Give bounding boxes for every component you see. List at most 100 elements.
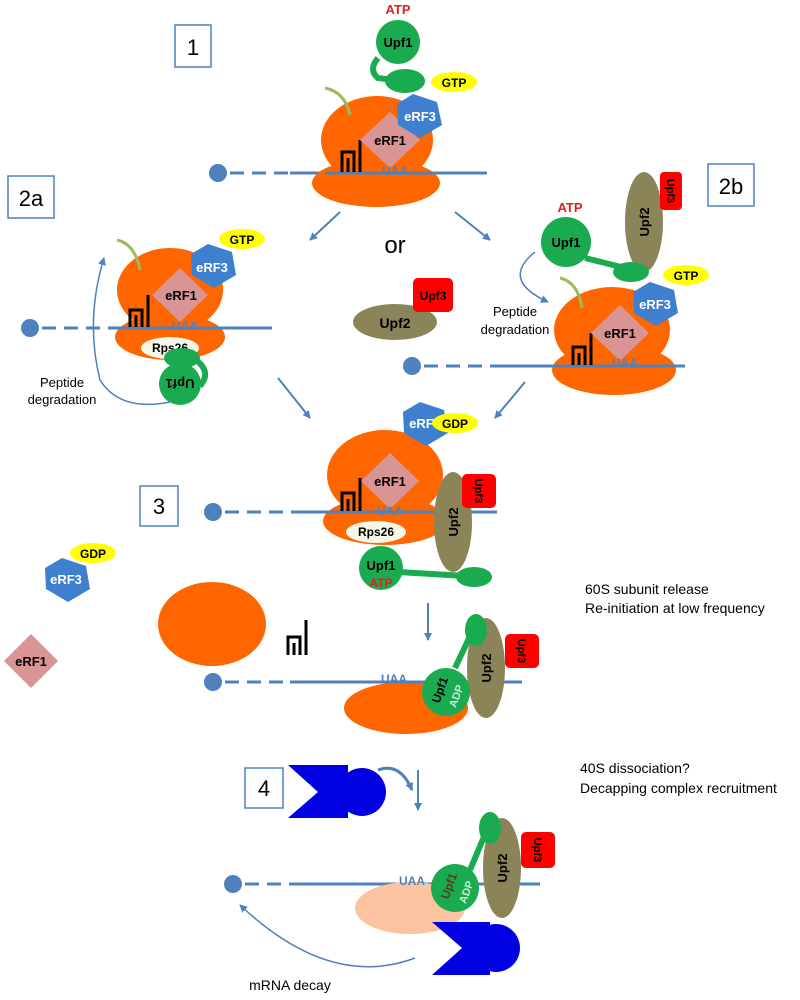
upf3-box	[660, 172, 682, 210]
release-line-2: Re-initiation at low frequency	[585, 600, 765, 616]
gdp-label: GDP	[80, 547, 106, 561]
upf2-oval	[625, 172, 663, 272]
upf1-domain	[613, 262, 649, 282]
upf1-label: Upf1	[384, 35, 413, 50]
step-4-complex: 4 40S dissociation? Decapping complex re…	[224, 760, 777, 993]
upf1-label: Upf1	[367, 558, 396, 573]
upf1-circle	[159, 363, 201, 405]
atp-label: ATP	[369, 576, 392, 590]
upf3-box	[505, 634, 539, 668]
peptide-degradation-arrow	[92, 257, 171, 406]
step-1-box	[174, 24, 212, 68]
step-1-label: 1	[187, 35, 199, 60]
erf1-label: eRF1	[604, 326, 636, 341]
recruitment-arrow	[377, 766, 414, 791]
step-3-box	[139, 485, 179, 527]
upf3-label: Upf3	[472, 479, 484, 503]
mrna-decay-label: mRNA decay	[249, 977, 331, 993]
upf3-box	[521, 832, 555, 868]
dissociation-line-2: Decapping complex recruitment	[580, 780, 777, 796]
dissociation-line-1: 40S dissociation?	[580, 760, 690, 776]
step-3-label: 3	[153, 494, 165, 519]
upf1-linker	[194, 357, 209, 388]
arrow-2b-to-3	[494, 381, 526, 419]
erf3-label: eRF3	[639, 297, 671, 312]
step-2a-label: 2a	[19, 186, 44, 211]
upf3-label: Upf3	[515, 639, 527, 663]
arrow-2a-to-3	[277, 377, 311, 419]
erf1-label: eRF1	[374, 474, 406, 489]
released-erf3	[45, 558, 90, 602]
peptide-degradation-arrow	[519, 251, 549, 303]
erf3-hexagon	[191, 244, 236, 288]
erf1-diamond	[152, 268, 208, 322]
upf1-circle	[376, 20, 420, 64]
erf3-label: eRF3	[50, 572, 82, 587]
step-4-box	[244, 767, 284, 809]
gtp-label: GTP	[230, 233, 255, 247]
or-label: or	[384, 232, 405, 259]
free-upf2-upf3: Upf2 Upf3	[353, 278, 453, 340]
upf1-label: Upf1	[166, 376, 195, 391]
upf2-label: Upf2	[379, 315, 410, 331]
step-2b-complex: 2b eRF1 UAA eRF3 GTP Upf2 Upf3 Upf1 ATP …	[403, 163, 755, 395]
upf1-linker	[397, 569, 467, 579]
degradation-label: degradation	[28, 392, 97, 407]
peptide-label: Peptide	[40, 375, 84, 390]
erf3-hexagon	[397, 94, 442, 138]
upf1-domain	[479, 812, 501, 844]
gtp-oval	[431, 72, 477, 92]
gtp-oval	[663, 265, 709, 285]
nascent-peptide	[116, 238, 142, 271]
stop-codon-label: UAA	[381, 672, 407, 686]
gdp-oval	[432, 413, 478, 433]
step-3-complex: 3 eRF1 UAA eRF3 GDP Rps26 Upf2 Upf3 Upf1…	[4, 402, 765, 688]
erf3-hexagon	[633, 282, 678, 326]
released-60s-subunit	[158, 582, 266, 666]
mrna-cap	[403, 357, 421, 375]
mrna-cap	[21, 319, 39, 337]
stop-codon-label: UAA	[612, 356, 638, 370]
erf1-label: eRF1	[165, 288, 197, 303]
decapping-complex-icon	[288, 765, 386, 818]
upf1-linker	[370, 56, 396, 83]
arrow-to-2a	[309, 211, 341, 241]
trna-icon	[340, 478, 362, 511]
mrna-cap	[209, 164, 227, 182]
erf1-diamond	[591, 305, 649, 361]
arrow-to-2b	[454, 211, 491, 241]
gtp-label: GTP	[442, 76, 467, 90]
mrna-decay-arrow	[239, 904, 416, 968]
trna-icon	[128, 295, 150, 327]
step-2a-complex: 2a eRF1 UAA eRF3 GTP Rps26 Upf1 Peptide …	[7, 175, 272, 407]
upf3-box	[462, 474, 496, 508]
stop-codon-label: UAA	[377, 504, 403, 518]
gdp-oval	[70, 543, 116, 563]
rps26-oval	[346, 521, 406, 543]
step-2b-box	[707, 163, 755, 207]
rps26-label: Rps26	[358, 525, 394, 539]
gdp-label: GDP	[442, 417, 468, 431]
release-line-1: 60S subunit release	[585, 581, 709, 597]
erf1-label: eRF1	[15, 654, 47, 669]
trna-icon	[571, 333, 593, 365]
upf3-label: Upf3	[664, 179, 676, 203]
upf1-circle	[541, 217, 591, 267]
peptide-label: Peptide	[493, 304, 537, 319]
erf3-label: eRF3	[404, 109, 436, 124]
erf1-diamond	[361, 453, 419, 509]
atp-label: ATP	[557, 200, 582, 215]
erf3-label: eRF3	[409, 416, 441, 431]
step-1-complex: 1 eRF1 UAA eRF3 GTP Upf1 ATP	[174, 2, 487, 207]
mrna-cap	[224, 875, 242, 893]
step-2b-label: 2b	[719, 174, 743, 199]
upf1-domain	[456, 567, 492, 587]
upf2-label: Upf2	[637, 208, 652, 237]
upf1-domain	[385, 69, 425, 93]
upf3-label: Upf3	[420, 289, 447, 303]
stop-codon-label: UAA	[172, 319, 198, 333]
mrna-cap	[204, 503, 222, 521]
decapping-complex-bound	[432, 922, 520, 975]
nascent-peptide	[324, 86, 352, 116]
